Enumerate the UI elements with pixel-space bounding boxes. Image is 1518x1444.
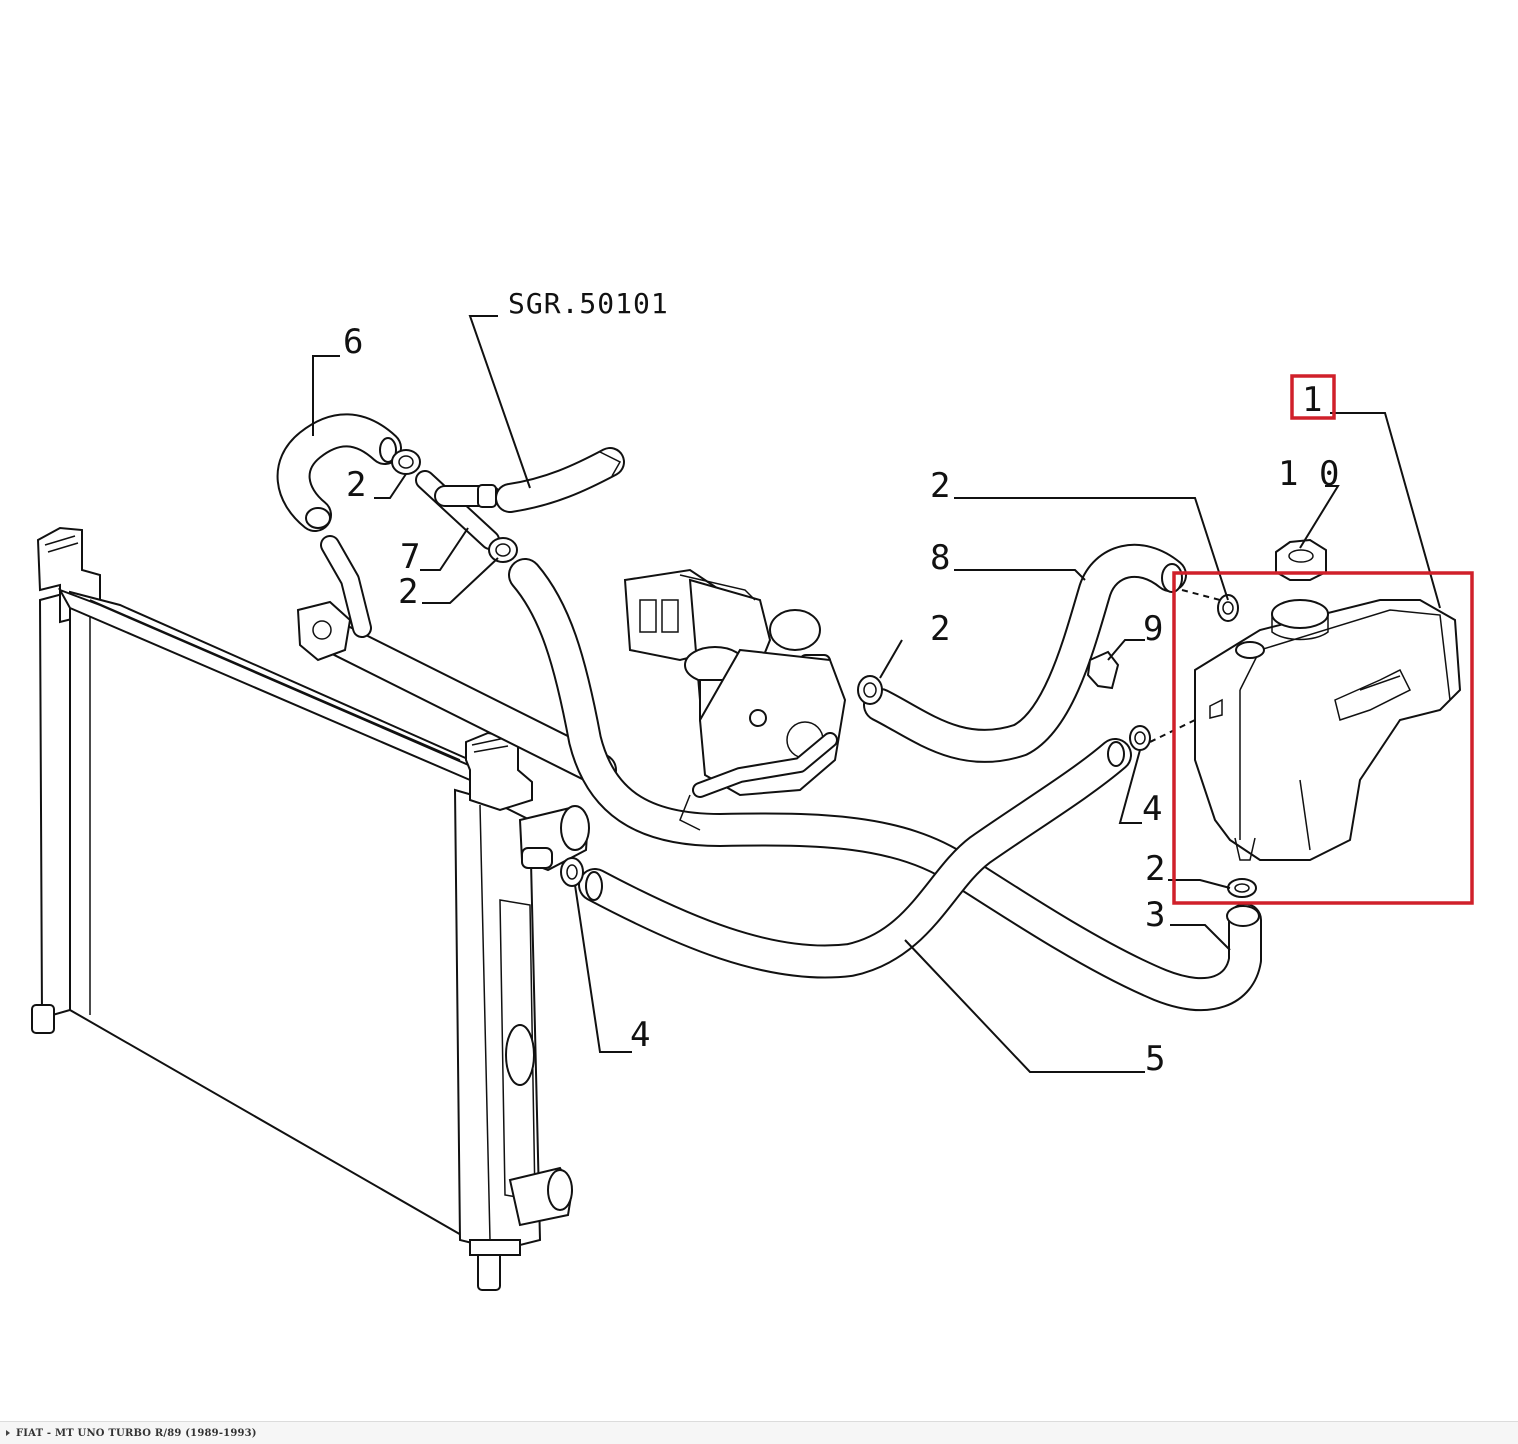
callout-4-right: 4: [1142, 789, 1162, 829]
coolant-pipe: [296, 535, 617, 787]
turbocharger: [623, 568, 847, 831]
callout-3: 3: [1145, 895, 1165, 935]
highlight-expansion-tank[interactable]: [1172, 571, 1474, 905]
callout-1: 1: [1302, 380, 1322, 420]
hose-sgr: [434, 447, 625, 513]
callout-8: 8: [930, 538, 950, 578]
reference-label: SGR.50101: [508, 287, 669, 320]
hose-clips: [560, 594, 1257, 898]
callout-7: 7: [400, 537, 420, 577]
callout-5: 5: [1145, 1039, 1165, 1079]
radiator: [31, 526, 590, 1291]
highlight-callout-1[interactable]: [1290, 374, 1336, 420]
highlight-boxes: [1172, 374, 1474, 905]
callout-2-hose8: 2: [930, 466, 950, 506]
hose-8: [863, 543, 1187, 763]
status-text: FIAT - MT UNO TURBO R/89 (1989-1993): [16, 1427, 257, 1439]
hose-4: [578, 738, 1132, 979]
callout-10: 1 0: [1278, 454, 1339, 494]
hose-6: [276, 413, 402, 532]
callout-2-clip-top: 2: [346, 465, 366, 505]
callout-2-clip-lower: 2: [398, 572, 418, 612]
caret-right-icon[interactable]: [6, 1430, 10, 1436]
callout-2-tank: 2: [1145, 849, 1165, 889]
callout-9: 9: [1143, 609, 1163, 649]
status-bar: FIAT - MT UNO TURBO R/89 (1989-1993): [0, 1421, 1518, 1444]
expansion-tank: [1194, 599, 1462, 861]
callout-4-left: 4: [630, 1015, 650, 1055]
callout-6: 6: [343, 322, 363, 362]
callout-labels: SGR.50101 6 2 7 2 2 8 2 1 1 0 9 4 2 3 4 …: [343, 287, 1339, 1079]
callout-2-turbo: 2: [930, 609, 950, 649]
hose-5: [508, 558, 1262, 1011]
